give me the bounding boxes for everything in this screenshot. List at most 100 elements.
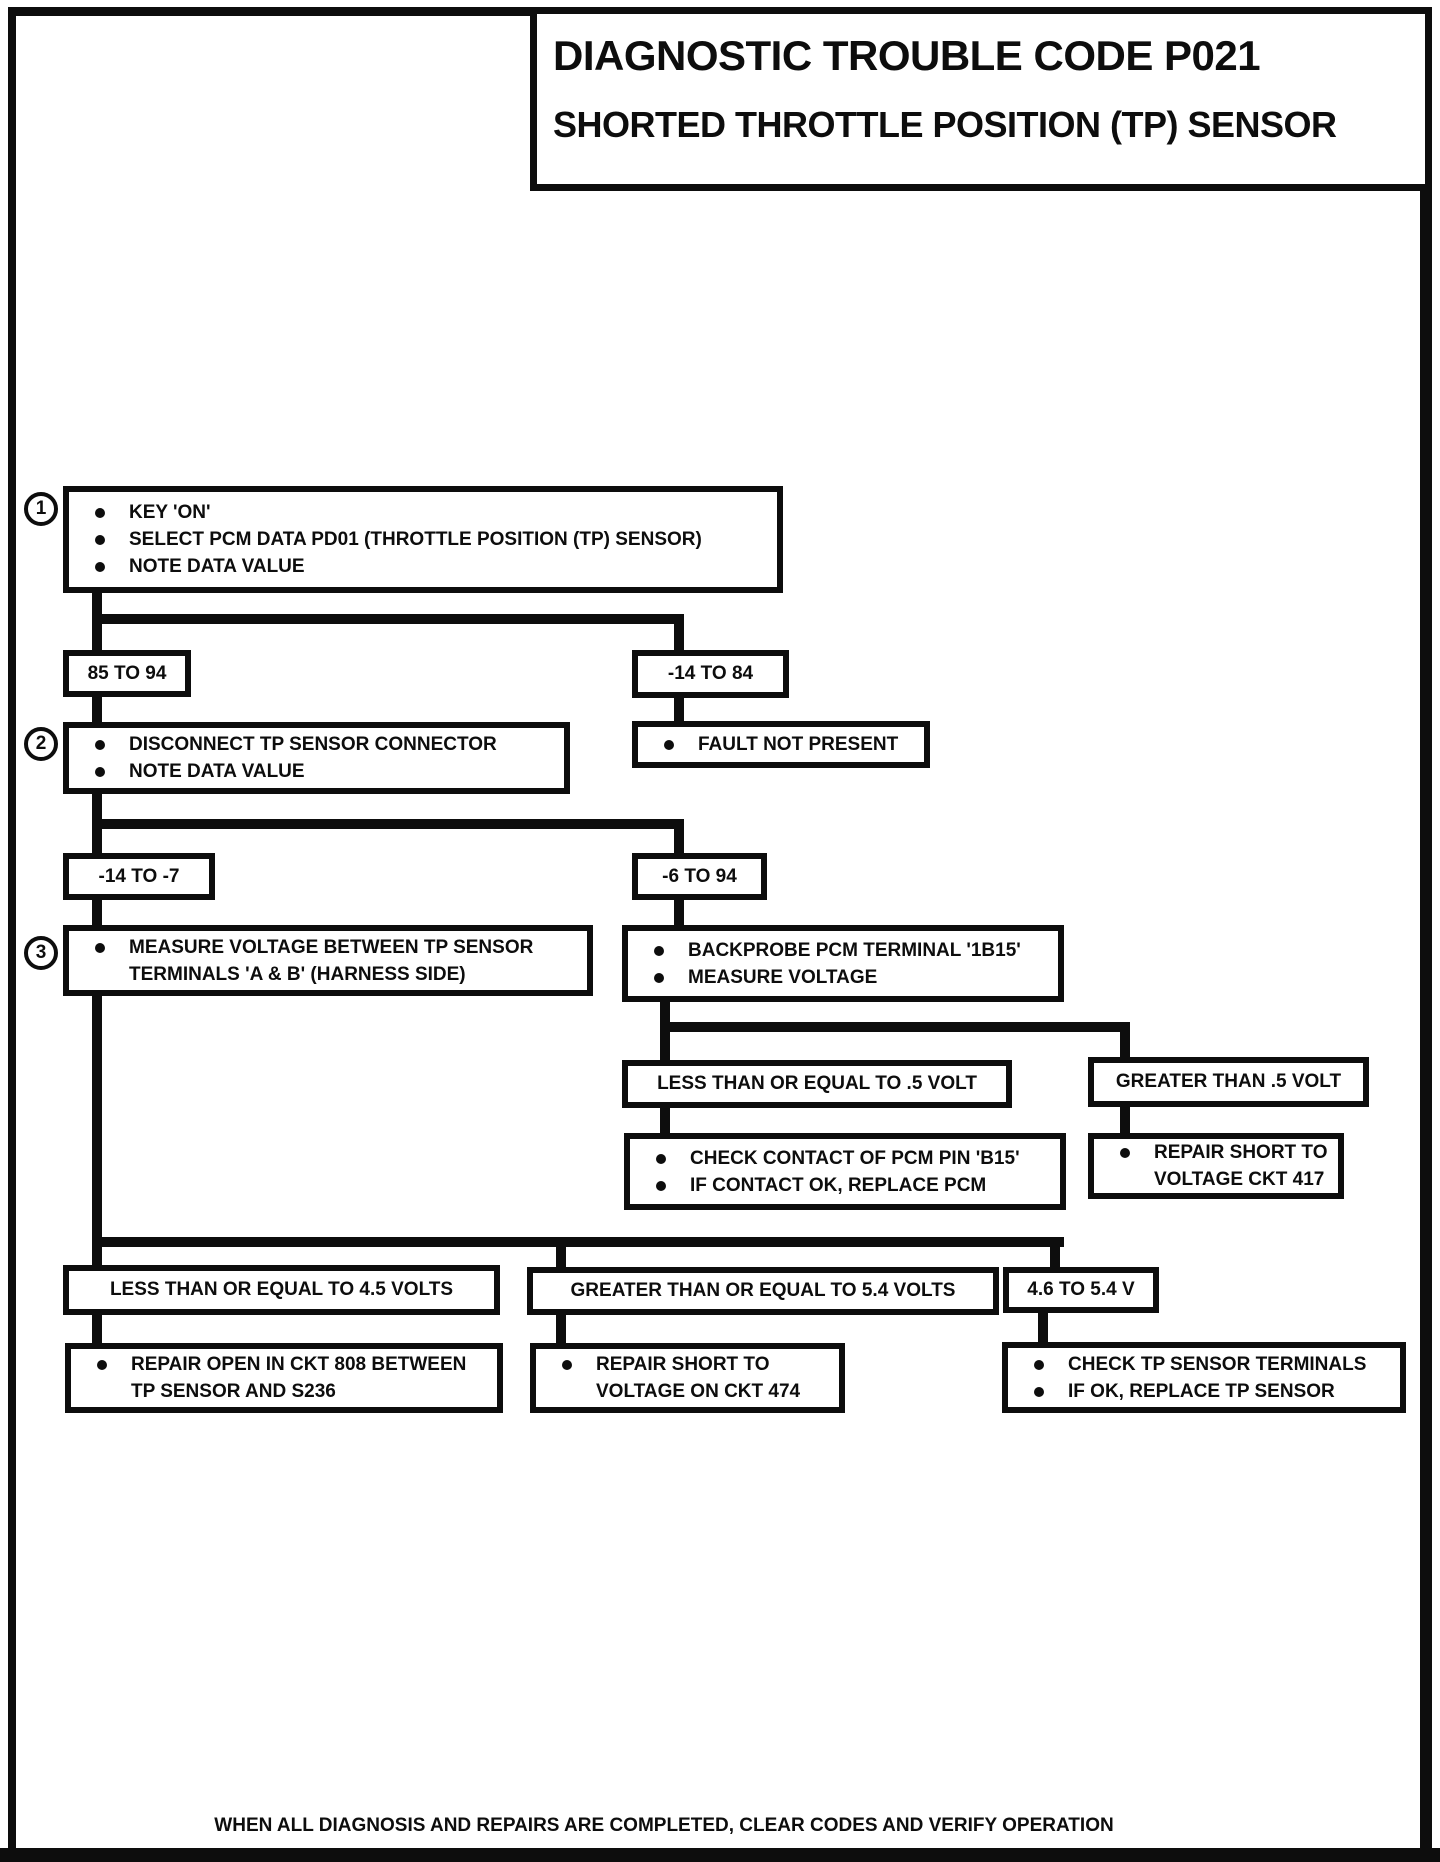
connector-line <box>92 696 102 724</box>
flow-box-check-tp-sensor: CHECK TP SENSOR TERMINALS IF OK, REPLACE… <box>1002 1342 1406 1413</box>
branch-label-lte-4-5-volts: LESS THAN OR EQUAL TO 4.5 VOLTS <box>63 1265 500 1315</box>
connector-line <box>674 819 684 855</box>
list-item: REPAIR SHORT TO VOLTAGE ON CKT 474 <box>536 1351 831 1405</box>
bullet-text: SELECT PCM DATA PD01 (THROTTLE POSITION … <box>129 529 702 550</box>
bullet-text: CHECK TP SENSOR TERMINALS <box>1068 1353 1367 1375</box>
bullet-icon <box>656 1153 666 1164</box>
bullet-icon <box>95 562 105 572</box>
bullet-icon <box>1120 1148 1130 1158</box>
list-item: FAULT NOT PRESENT <box>638 731 916 758</box>
bullet-icon <box>95 740 105 750</box>
list-item: REPAIR OPEN IN CKT 808 BETWEEN TP SENSOR … <box>71 1351 489 1405</box>
bullet-text: DISCONNECT TP SENSOR CONNECTOR <box>129 734 497 755</box>
connector-line <box>92 614 684 624</box>
connector-line <box>1120 1022 1130 1059</box>
branch-label-gte-5-4-volts: GREATER THAN OR EQUAL TO 5.4 VOLTS <box>527 1267 999 1315</box>
bullet-text: MEASURE VOLTAGE <box>688 966 878 988</box>
bullet-text: REPAIR OPEN IN CKT 808 BETWEEN <box>131 1354 467 1375</box>
bullet-icon <box>654 945 664 956</box>
connector-line <box>674 697 684 723</box>
bullet-icon <box>97 1360 107 1370</box>
connector-line <box>92 996 102 1268</box>
connector-line <box>556 1237 566 1269</box>
list-item: NOTE DATA VALUE <box>69 758 556 785</box>
bullet-icon <box>1034 1386 1044 1397</box>
branch-label-neg14-to-84: -14 TO 84 <box>632 650 789 698</box>
list-item: MEASURE VOLTAGE BETWEEN TP SENSOR TERMINA… <box>69 934 579 988</box>
flow-box-backprobe: BACKPROBE PCM TERMINAL '1B15' MEASURE VO… <box>622 925 1064 1002</box>
flow-box-repair-open-808: REPAIR OPEN IN CKT 808 BETWEEN TP SENSOR … <box>65 1343 503 1413</box>
list-item: IF OK, REPLACE TP SENSOR <box>1008 1378 1392 1405</box>
flow-box-step2: DISCONNECT TP SENSOR CONNECTOR NOTE DATA… <box>63 722 570 794</box>
branch-label-neg14-to-neg7: -14 TO -7 <box>63 853 215 900</box>
bullet-text: KEY 'ON' <box>129 502 211 523</box>
bullet-icon <box>95 535 105 545</box>
branch-label-neg6-to-94: -6 TO 94 <box>632 853 767 900</box>
connector-line <box>92 1314 102 1345</box>
page-border-left <box>8 7 16 1852</box>
list-item: NOTE DATA VALUE <box>69 553 769 580</box>
connector-line <box>1120 1105 1130 1135</box>
connector-line <box>92 819 684 829</box>
footer-note: WHEN ALL DIAGNOSIS AND REPAIRS ARE COMPL… <box>214 1815 1114 1836</box>
bullet-icon <box>656 1180 666 1191</box>
bullet-text: CHECK CONTACT OF PCM PIN 'B15' <box>690 1147 1020 1169</box>
step-number-badge-1: 1 <box>24 492 58 526</box>
bullet-text: NOTE DATA VALUE <box>129 556 305 577</box>
bullet-text: IF OK, REPLACE TP SENSOR <box>1068 1380 1335 1402</box>
step-number-badge-2: 2 <box>24 727 58 761</box>
flow-box-repair-short-417: REPAIR SHORT TO VOLTAGE CKT 417 <box>1088 1133 1344 1199</box>
bullet-icon <box>95 767 105 777</box>
bullet-icon <box>1034 1359 1044 1370</box>
list-item: REPAIR SHORT TO VOLTAGE CKT 417 <box>1094 1139 1330 1193</box>
page-border-right <box>1420 7 1432 1852</box>
list-item: KEY 'ON' <box>69 499 769 526</box>
bullet-icon <box>654 972 664 983</box>
branch-label-85-to-94: 85 TO 94 <box>63 650 191 697</box>
page-title: DIAGNOSTIC TROUBLE CODE P021 <box>553 32 1261 79</box>
list-item: IF CONTACT OK, REPLACE PCM <box>630 1172 1052 1199</box>
connector-line <box>674 899 684 927</box>
bullet-text: NOTE DATA VALUE <box>129 761 305 782</box>
connector-line <box>1050 1237 1060 1269</box>
page-border-bottom <box>0 1848 1440 1862</box>
branch-label-lte-half-volt: LESS THAN OR EQUAL TO .5 VOLT <box>622 1060 1012 1108</box>
bullet-text: BACKPROBE PCM TERMINAL '1B15' <box>688 939 1021 961</box>
connector-line <box>674 614 684 652</box>
flow-box-check-contact: CHECK CONTACT OF PCM PIN 'B15' IF CONTAC… <box>624 1133 1066 1210</box>
list-item: BACKPROBE PCM TERMINAL '1B15' <box>628 937 1050 964</box>
bullet-text: REPAIR SHORT TO <box>1154 1142 1328 1163</box>
connector-line <box>660 1106 670 1135</box>
bullet-icon <box>95 508 105 518</box>
step-number-badge-3: 3 <box>24 936 58 970</box>
bullet-icon <box>664 740 674 750</box>
bullet-text: FAULT NOT PRESENT <box>698 734 899 755</box>
flow-box-fault-not-present: FAULT NOT PRESENT <box>632 721 930 768</box>
connector-line <box>92 899 102 927</box>
list-item: SELECT PCM DATA PD01 (THROTTLE POSITION … <box>69 526 769 553</box>
bullet-text: VOLTAGE CKT 417 <box>1154 1169 1325 1190</box>
list-item: MEASURE VOLTAGE <box>628 964 1050 991</box>
connector-line <box>660 1022 1130 1032</box>
connector-line <box>1038 1312 1048 1344</box>
bullet-icon <box>562 1360 572 1370</box>
list-item: CHECK TP SENSOR TERMINALS <box>1008 1351 1392 1378</box>
bullet-text: TP SENSOR AND S236 <box>131 1381 336 1402</box>
branch-label-4-6-to-5-4-v: 4.6 TO 5.4 V <box>1003 1267 1159 1313</box>
list-item: DISCONNECT TP SENSOR CONNECTOR <box>69 731 556 758</box>
bullet-text: IF CONTACT OK, REPLACE PCM <box>690 1174 987 1196</box>
connector-line <box>92 1237 1064 1247</box>
bullet-icon <box>95 942 105 953</box>
branch-label-gt-half-volt: GREATER THAN .5 VOLT <box>1088 1057 1369 1107</box>
bullet-text: MEASURE VOLTAGE BETWEEN TP SENSOR <box>129 936 534 958</box>
flow-box-repair-short-474: REPAIR SHORT TO VOLTAGE ON CKT 474 <box>530 1343 845 1413</box>
bullet-text: VOLTAGE ON CKT 474 <box>596 1381 801 1402</box>
page-subtitle: SHORTED THROTTLE POSITION (TP) SENSOR <box>553 104 1337 145</box>
bullet-text: TERMINALS 'A & B' (HARNESS SIDE) <box>129 963 466 985</box>
bullet-text: REPAIR SHORT TO <box>596 1354 770 1375</box>
connector-line <box>556 1314 566 1345</box>
flow-box-step1: KEY 'ON' SELECT PCM DATA PD01 (THROTTLE … <box>63 486 783 593</box>
title-box: DIAGNOSTIC TROUBLE CODE P021 SHORTED THR… <box>530 7 1432 191</box>
list-item: CHECK CONTACT OF PCM PIN 'B15' <box>630 1145 1052 1172</box>
